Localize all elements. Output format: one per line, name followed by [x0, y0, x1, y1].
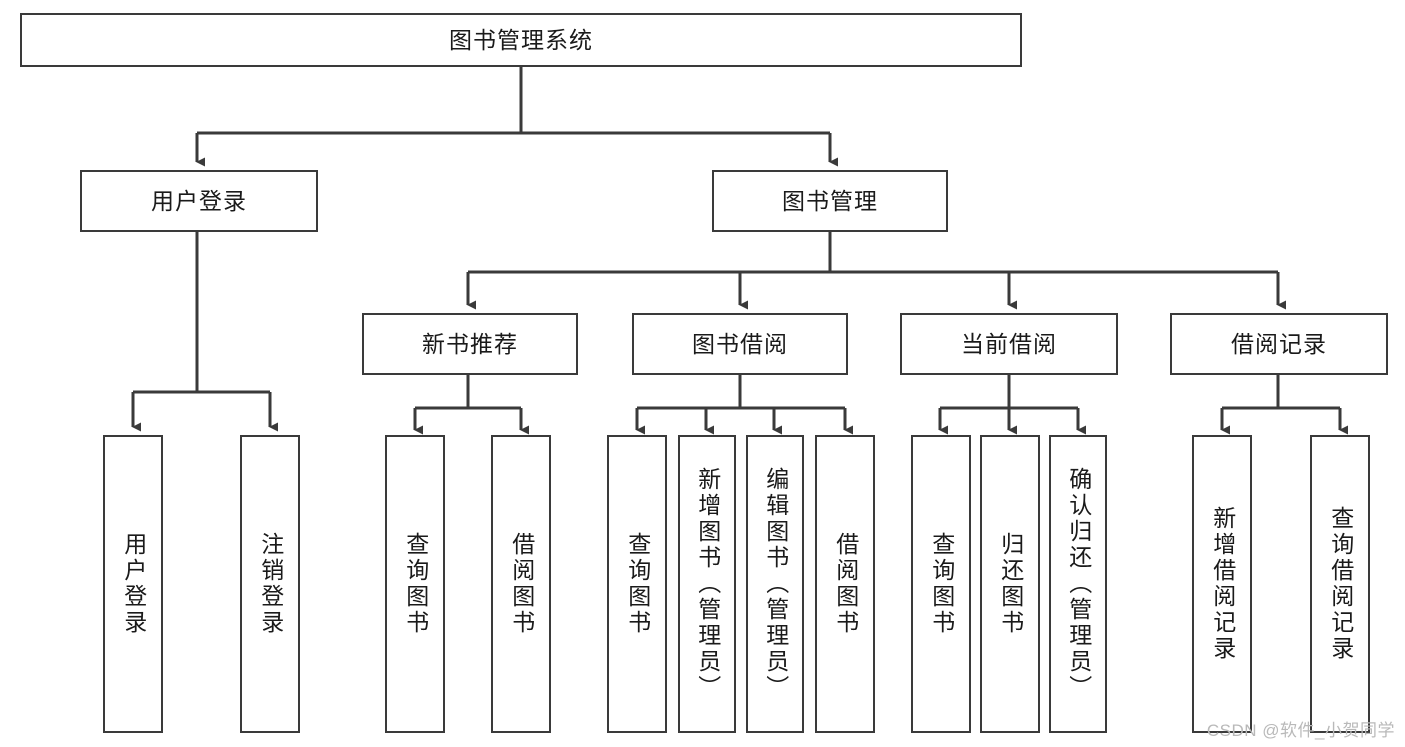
- node-leaf-edit-book-label: 编辑图书（管理员）: [762, 467, 789, 701]
- node-leaf-query-book-1-label: 查询图书: [402, 532, 429, 636]
- node-leaf-logout[interactable]: 注销登录: [240, 435, 300, 733]
- node-book-borrow-label: 图书借阅: [692, 330, 788, 357]
- node-leaf-borrow-book-2-label: 借阅图书: [832, 532, 859, 636]
- node-leaf-query-record[interactable]: 查询借阅记录: [1310, 435, 1370, 733]
- node-leaf-borrow-book-2[interactable]: 借阅图书: [815, 435, 875, 733]
- node-leaf-return-book[interactable]: 归还图书: [980, 435, 1040, 733]
- node-leaf-borrow-book-1[interactable]: 借阅图书: [491, 435, 551, 733]
- node-book-borrow[interactable]: 图书借阅: [632, 313, 848, 375]
- node-book-manage[interactable]: 图书管理: [712, 170, 948, 232]
- node-leaf-user-login-label: 用户登录: [120, 532, 147, 636]
- node-leaf-add-record[interactable]: 新增借阅记录: [1192, 435, 1252, 733]
- node-leaf-query-book-3[interactable]: 查询图书: [911, 435, 971, 733]
- node-leaf-logout-label: 注销登录: [257, 532, 284, 636]
- node-current-borrow[interactable]: 当前借阅: [900, 313, 1118, 375]
- node-leaf-edit-book[interactable]: 编辑图书（管理员）: [746, 435, 804, 733]
- node-user-login-label: 用户登录: [151, 187, 247, 214]
- node-borrow-record[interactable]: 借阅记录: [1170, 313, 1388, 375]
- node-leaf-query-book-2[interactable]: 查询图书: [607, 435, 667, 733]
- node-new-book-rec[interactable]: 新书推荐: [362, 313, 578, 375]
- node-new-book-rec-label: 新书推荐: [422, 330, 518, 357]
- node-leaf-confirm-return-label: 确认归还（管理员）: [1065, 467, 1092, 701]
- node-current-borrow-label: 当前借阅: [961, 330, 1057, 357]
- csdn-watermark: CSDN @软件_小贺同学: [1206, 721, 1395, 740]
- node-leaf-user-login[interactable]: 用户登录: [103, 435, 163, 733]
- node-user-login[interactable]: 用户登录: [80, 170, 318, 232]
- node-leaf-query-book-1[interactable]: 查询图书: [385, 435, 445, 733]
- node-borrow-record-label: 借阅记录: [1231, 330, 1327, 357]
- node-leaf-query-book-3-label: 查询图书: [928, 532, 955, 636]
- node-leaf-query-record-label: 查询借阅记录: [1327, 506, 1354, 662]
- node-leaf-add-record-label: 新增借阅记录: [1209, 506, 1236, 662]
- node-book-manage-label: 图书管理: [782, 187, 878, 214]
- node-root[interactable]: 图书管理系统: [20, 13, 1022, 67]
- node-leaf-add-book-label: 新增图书（管理员）: [694, 467, 721, 701]
- node-leaf-query-book-2-label: 查询图书: [624, 532, 651, 636]
- node-leaf-add-book[interactable]: 新增图书（管理员）: [678, 435, 736, 733]
- node-root-label: 图书管理系统: [449, 26, 593, 53]
- node-leaf-return-book-label: 归还图书: [997, 532, 1024, 636]
- node-leaf-borrow-book-1-label: 借阅图书: [508, 532, 535, 636]
- node-leaf-confirm-return[interactable]: 确认归还（管理员）: [1049, 435, 1107, 733]
